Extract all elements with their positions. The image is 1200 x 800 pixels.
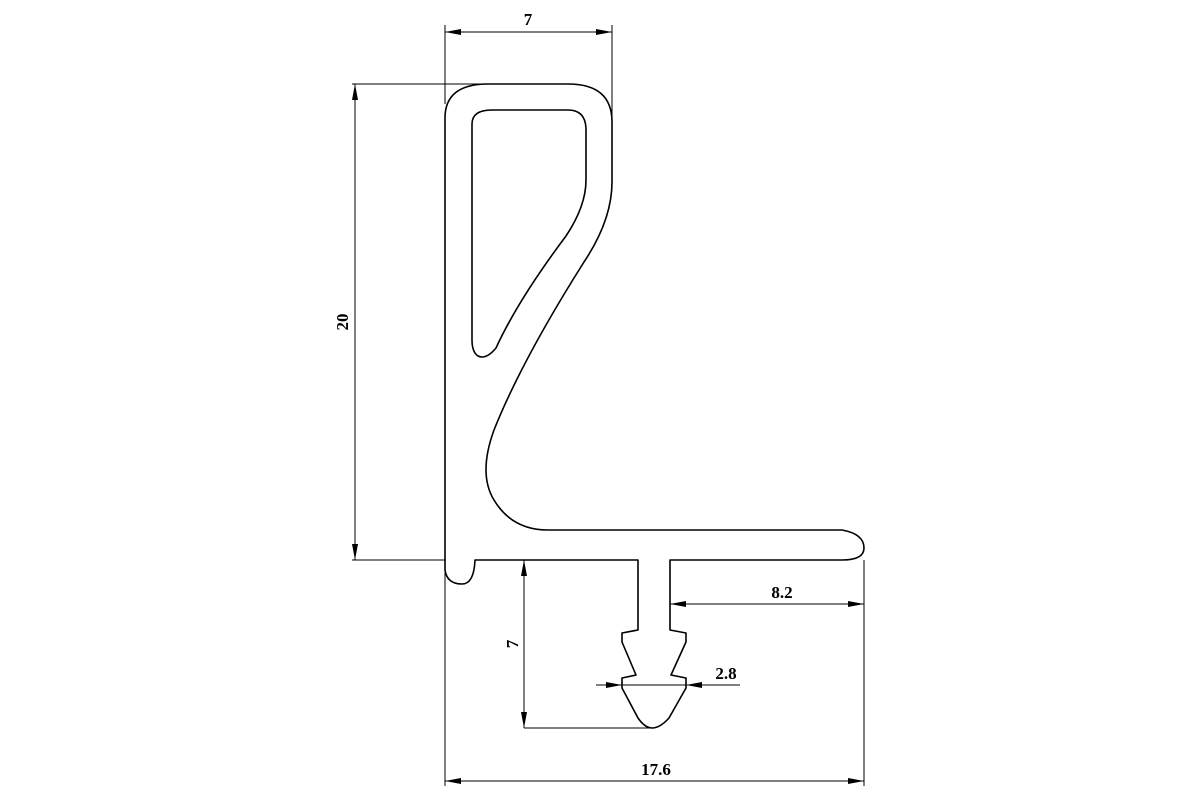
dimension-total-width-label: 17.6 <box>641 760 671 779</box>
dimension-clip-head-width-label: 2.8 <box>715 664 736 683</box>
dimension-clip-head-width: 2.8 <box>596 664 740 688</box>
dimension-top-width-label: 7 <box>524 10 533 29</box>
profile-inner-chamber <box>471 109 587 358</box>
dimension-clip-height-label: 7 <box>503 639 522 648</box>
profile-outer-contour <box>444 83 865 729</box>
dimension-total-width: 17.6 <box>444 560 865 786</box>
dimension-flange-width-label: 8.2 <box>771 583 792 602</box>
dimension-total-height: 20 <box>333 83 488 561</box>
dimension-total-height-label: 20 <box>333 314 352 331</box>
dimension-flange-width: 8.2 <box>670 583 864 607</box>
profile-outline <box>444 83 865 729</box>
dimension-clip-height: 7 <box>503 560 652 729</box>
dimension-top-width: 7 <box>444 10 613 132</box>
